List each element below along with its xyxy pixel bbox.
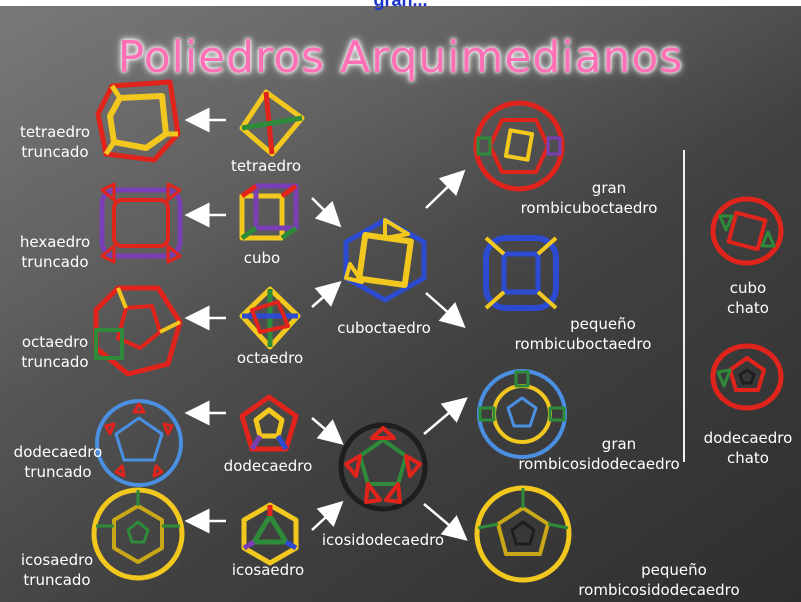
octaedro-model [239,286,301,350]
cubo-model [239,183,299,241]
cubo-chato-model [710,196,784,266]
label-line: tetraedro [19,123,91,141]
hexaedro-truncado-model [99,182,183,264]
vertical-divider [683,150,685,462]
label-line: pequeño [570,315,636,333]
dodecaedro-truncado-model [95,399,183,487]
label-line: chato [726,299,769,317]
label-icosidodecaedro: icosidodecaedro [321,531,445,549]
arrow-icosa-to-icosido [311,500,344,531]
arrow-icosido-to-gran [423,397,468,435]
label-line: truncado [23,571,91,589]
label-line: truncado [21,253,89,271]
top-cutoff-text: gran... [373,0,428,10]
label-line: rombicuboctaedro [514,335,652,353]
label-cubo-chato: cubo chato [706,278,790,318]
icosidodecaedro-model [338,422,428,512]
top-strip [0,0,801,6]
label-line: octaedro [21,333,89,351]
arrow-cubocta-to-pequeno [425,292,466,328]
label-line: pequeño [641,561,707,579]
label-line: truncado [21,353,89,371]
pequeno-rombicosidodecaedro-model [474,485,572,583]
arrow-dodeca-to-icosido [311,417,344,445]
label-line: gran [591,179,627,197]
label-line: hexaedro [19,233,91,251]
label-pequeno-rombicosidodecaedro: pequeño rombicosidodecaedro [574,560,744,600]
arrow-cubocta-to-gran [425,169,466,209]
label-gran-rombicosidodecaedro: gran rombicosidodecaedro [514,434,684,474]
label-icosaedro-truncado: icosaedro truncado [12,550,102,590]
label-cubo: cubo [243,249,281,267]
icosaedro-truncado-model [91,487,185,581]
cuboctaedro-model [343,217,427,303]
label-line: rombicosidodecaedro [518,455,680,473]
label-dodecaedro: dodecaedro [223,457,313,475]
label-line: icosaedro [20,551,94,569]
label-octaedro: octaedro [236,349,304,367]
label-gran-rombicuboctaedro: gran rombicuboctaedro [514,178,664,218]
icosaedro-model [241,502,299,566]
label-line: gran [601,435,637,453]
tetraedro-model [239,89,305,157]
arrow-cubo-to-cubocta [311,197,342,228]
label-line: rombicosidodecaedro [578,581,740,599]
dodecaedro-chato-model [710,343,784,411]
pequeno-rombicuboctaedro-model [483,235,559,311]
label-hexaedro-truncado: hexaedro truncado [10,232,100,272]
dodecaedro-model [239,394,299,452]
label-line: dodecaedro [13,443,103,461]
gran-rombicosidodecaedro-model [477,369,567,459]
label-tetraedro: tetraedro [230,157,302,175]
slide-title: Poliedros Arquimedianos [117,32,684,83]
label-line: chato [726,449,769,467]
label-dodecaedro-chato: dodecaedro chato [696,428,800,468]
arrow-octa-to-cubocta [311,281,342,308]
label-line: truncado [24,463,92,481]
arrow-icosido-to-pequeno [423,503,468,541]
label-tetraedro-truncado: tetraedro truncado [10,122,100,162]
label-line: truncado [21,143,89,161]
label-icosaedro: icosaedro [231,561,305,579]
gran-rombicuboctaedro-model [473,100,565,192]
label-cuboctaedro: cuboctaedro [337,319,431,337]
label-line: dodecaedro [703,429,793,447]
label-line: rombicuboctaedro [520,199,658,217]
octaedro-truncado-model [93,285,183,377]
tetraedro-truncado-model [95,79,181,163]
label-octaedro-truncado: octaedro truncado [10,332,100,372]
label-line: cubo [729,279,767,297]
label-dodecaedro-truncado: dodecaedro truncado [8,442,108,482]
label-pequeno-rombicuboctaedro: pequeño rombicuboctaedro [508,314,658,354]
